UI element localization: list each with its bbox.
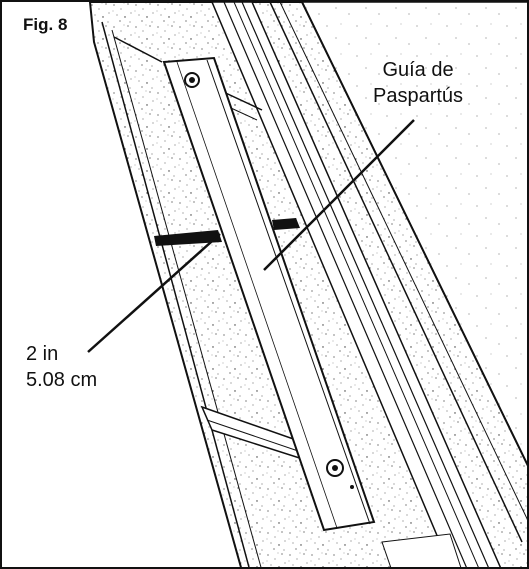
guide-leader-line — [263, 119, 415, 271]
measure-mark-left — [154, 230, 222, 246]
mat-guide-callout-line1: Guía de — [382, 59, 454, 81]
mat-guide-callout-line2: Paspartús — [373, 85, 464, 107]
measure-leader-line — [87, 233, 221, 353]
measure-mark-right — [272, 218, 300, 230]
right-panel — [301, 2, 527, 466]
mat-guide-callout: Guía de Paspartús — [373, 57, 463, 109]
measurement-inches: 2 in — [26, 343, 59, 365]
measurement-centimeters: 5.08 cm — [26, 369, 98, 391]
measurement-callout: 2 in 5.08 cm — [26, 341, 97, 393]
figure-label: Fig. 8 — [13, 12, 80, 38]
